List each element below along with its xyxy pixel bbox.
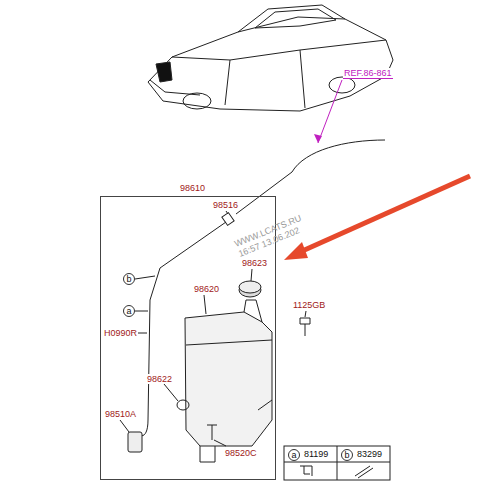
table-cell: 81199 — [303, 449, 329, 459]
callout-number: 98520C — [224, 448, 258, 458]
callout-number: H0990R — [103, 328, 138, 338]
reference-label: REF.86-861 — [343, 68, 393, 79]
callout-number: 98516 — [212, 200, 239, 210]
callout-number: 98510A — [104, 409, 137, 419]
table-cell: 83299 — [356, 449, 383, 459]
callout-letter: a — [123, 305, 135, 317]
table-cell: a — [288, 449, 300, 461]
callout-number: 98623 — [241, 258, 268, 268]
callout-letter: b — [123, 273, 135, 285]
table-cell: b — [341, 449, 353, 461]
callout-number: 1125GB — [292, 300, 326, 310]
callout-number: 98620 — [193, 284, 220, 294]
callout-number: 98622 — [146, 374, 173, 384]
callout-number: 98610 — [179, 183, 206, 193]
